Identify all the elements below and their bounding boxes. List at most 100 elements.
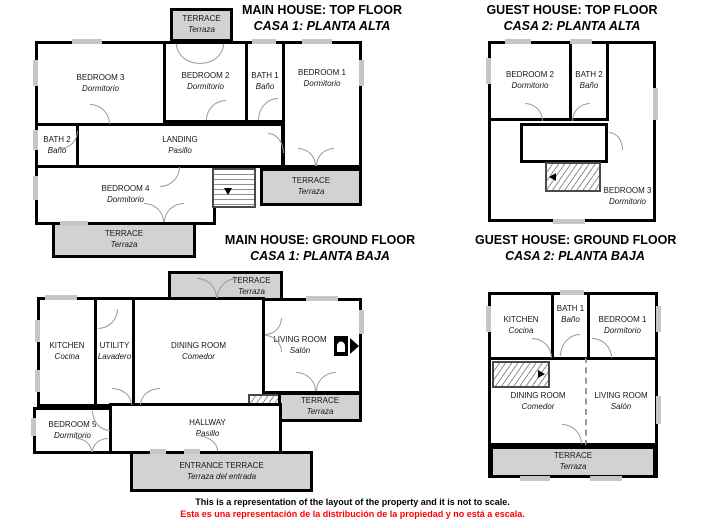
room-name-es: Dormitorio: [82, 83, 119, 93]
disclaimer-es: Esta es una representación de la distrib…: [180, 509, 525, 519]
room-label: BEDROOM 3 Dormitorio: [76, 73, 124, 95]
room-label: KITCHEN Cocina: [49, 341, 84, 363]
window-marker: [33, 176, 38, 200]
plan-title-main-top: MAIN HOUSE: TOP FLOOR: [242, 3, 402, 17]
room-name-es: Pasillo: [195, 428, 220, 438]
room-name-en: DINING ROOM: [510, 390, 566, 400]
window-marker: [359, 310, 364, 334]
plan-title-guest-ground: GUEST HOUSE: GROUND FLOOR: [475, 233, 677, 247]
window-marker: [45, 295, 77, 300]
room-label: DINING ROOM Comedor: [510, 391, 565, 413]
room-label: UTILITY Lavadero: [98, 341, 131, 363]
room-name-es: Terraza: [559, 462, 587, 471]
room-name-en: BATH 2: [43, 134, 71, 144]
room-label: ENTRANCE TERRACE Terraza del entrada: [179, 461, 263, 483]
room-name-es: Dormitorio: [303, 78, 341, 88]
room-name-en: KITCHEN: [49, 341, 85, 351]
room-label: HALLWAY Pasillo: [189, 418, 226, 440]
room-name-es: Terraza: [188, 25, 215, 34]
window-marker: [486, 306, 491, 332]
room-label: BEDROOM 4 Dormitorio: [101, 184, 149, 206]
window-marker: [560, 290, 584, 295]
room-name-es: Salón: [610, 401, 632, 411]
room-terrace-right-main-top: TERRACE Terraza: [260, 168, 362, 206]
room-label: LANDING Pasillo: [162, 135, 198, 157]
plan-title-guest-top: GUEST HOUSE: TOP FLOOR: [486, 3, 658, 17]
room-name-en: UTILITY: [99, 341, 130, 351]
window-marker: [33, 60, 38, 86]
room-name-en: TERRACE: [553, 451, 593, 461]
window-marker: [31, 418, 36, 436]
window-marker: [35, 370, 40, 392]
room-name-es: Comedor: [521, 401, 555, 411]
room-name-en: TERRACE: [182, 14, 221, 24]
room-name-es: Baño: [579, 81, 599, 90]
window-marker: [35, 320, 40, 342]
room-name-en: TERRACE: [232, 276, 271, 286]
room-bedroom-1: BEDROOM 1 Dormitorio: [282, 41, 362, 168]
room-label: KITCHEN Cocina: [503, 315, 538, 337]
stair-direction-arrow-icon: [224, 188, 232, 195]
room-name-en: BEDROOM 3: [76, 72, 125, 82]
room-bedroom-3-guest-label: BEDROOM 3 Dormitorio: [575, 186, 680, 208]
room-name-es: Dormitorio: [604, 326, 641, 335]
plan-subtitle-guest-top: CASA 2: PLANTA ALTA: [503, 19, 641, 33]
window-marker: [656, 306, 661, 332]
room-label: BATH 2 Baño: [575, 70, 602, 92]
stair-direction-arrow-icon: [549, 173, 556, 181]
window-marker: [306, 296, 338, 301]
room-name-es: Terraza del entrada: [186, 471, 257, 481]
window-marker: [505, 39, 531, 44]
room-name-en: ENTRANCE TERRACE: [179, 460, 264, 470]
room-label: TERRACE Terraza: [232, 276, 270, 298]
plan-subtitle-main-ground: CASA 1: PLANTA BAJA: [250, 249, 390, 263]
plan-subtitle-main-top: CASA 1: PLANTA ALTA: [253, 19, 391, 33]
room-label: BEDROOM 5 Dormitorio: [48, 420, 96, 442]
window-marker: [653, 88, 658, 120]
room-label: BATH 1 Baño: [557, 304, 584, 326]
room-name-en: TERRACE: [104, 229, 144, 239]
window-marker: [553, 219, 585, 224]
room-label: LIVING ROOM Salón: [594, 391, 647, 413]
room-label: TERRACE Terraza: [292, 176, 330, 198]
room-terrace-guest: TERRACE Terraza: [490, 446, 656, 478]
room-landing: LANDING Pasillo: [76, 123, 284, 168]
room-terrace-living: TERRACE Terraza: [278, 392, 362, 422]
window-marker: [60, 221, 88, 226]
room-entrance-terrace: ENTRANCE TERRACE Terraza del entrada: [130, 451, 313, 492]
window-marker: [302, 39, 332, 44]
room-name-en: BEDROOM 5: [48, 419, 97, 429]
room-name-en: BATH 2: [575, 70, 603, 80]
room-label: TERRACE Terraza: [554, 451, 592, 473]
room-name-es: Dormitorio: [187, 82, 224, 91]
room-label: BEDROOM 1 Dormitorio: [598, 315, 646, 337]
room-name-es: Cocina: [54, 352, 80, 361]
stair-direction-arrow-icon: [538, 370, 545, 378]
room-name-es: Dormitorio: [54, 430, 91, 440]
room-name-es: Pasillo: [168, 145, 192, 155]
room-living-guest: LIVING ROOM Salón: [585, 357, 658, 446]
room-name-en: BATH 1: [556, 304, 585, 314]
room-name-es: Terraza: [110, 240, 138, 249]
room-name-es: Baño: [47, 145, 67, 155]
room-name-es: Salón: [289, 346, 311, 355]
room-name-en: TERRACE: [300, 396, 340, 406]
room-name-en: BEDROOM 1: [297, 67, 346, 77]
room-label: BEDROOM 1 Dormitorio: [298, 68, 346, 90]
window-marker: [590, 476, 622, 481]
plan-title-main-ground: MAIN HOUSE: GROUND FLOOR: [224, 233, 416, 247]
room-label: TERRACE Terraza: [182, 14, 220, 36]
room-bedroom-2-guest: BEDROOM 2 Dormitorio: [488, 41, 572, 121]
fireplace-icon: [334, 336, 359, 356]
stairs-icon: [212, 168, 256, 208]
room-name-es: Comedor: [182, 352, 215, 361]
room-name-en: LIVING ROOM: [594, 390, 648, 400]
room-label: BEDROOM 2 Dormitorio: [506, 70, 554, 92]
room-name-es: Dormitorio: [107, 195, 144, 204]
room-name-es: Dormitorio: [609, 196, 646, 206]
disclaimer-en: This is a representation of the layout o…: [195, 497, 510, 507]
window-marker: [520, 476, 550, 481]
room-name-en: TERRACE: [291, 176, 331, 186]
room-name-es: Lavadero: [97, 352, 132, 361]
window-marker: [72, 39, 102, 44]
